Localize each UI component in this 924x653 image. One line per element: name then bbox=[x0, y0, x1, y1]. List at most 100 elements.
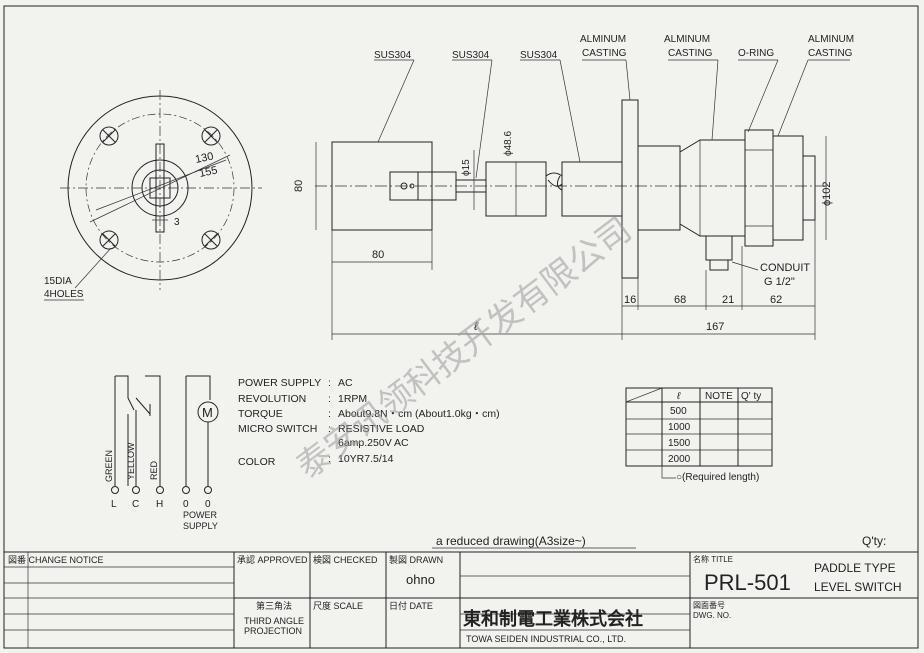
company-name-jp: 東和制電工業株式会社 bbox=[463, 608, 643, 629]
terminal-h: H bbox=[156, 499, 163, 510]
svg-text::: : bbox=[328, 453, 331, 465]
dim-3: 3 bbox=[174, 217, 180, 228]
title-block: 図番 CHANGE NOTICE 承認 APPROVED 検図 CHECKED … bbox=[4, 551, 918, 648]
paddle-blade bbox=[331, 141, 433, 231]
holes-label-1: 15DIA bbox=[44, 276, 72, 287]
svg-text:RESISTIVE LOAD: RESISTIVE LOAD bbox=[338, 423, 425, 435]
svg-text:COLOR: COLOR bbox=[238, 456, 276, 468]
product-title-1: PADDLE TYPE bbox=[814, 561, 896, 575]
spec-list: POWER SUPPLY:AC REVOLUTION:1RPM TORQUE:A… bbox=[238, 377, 500, 468]
material-alum-housing-2: CASTING bbox=[668, 48, 713, 59]
bolt-hole-br bbox=[201, 230, 221, 250]
material-alum-cover-1: ALMINUM bbox=[808, 34, 854, 45]
bolt-hole-bl bbox=[99, 230, 119, 250]
title-label: 名称 TITLE bbox=[693, 554, 733, 564]
wire-yellow-label: YELLOW bbox=[126, 442, 136, 480]
material-alum-flange-1: ALMINUM bbox=[580, 34, 626, 45]
bolt-hole-tr bbox=[201, 126, 221, 146]
spec-row: COLOR:10YR7.5/14 bbox=[238, 453, 394, 468]
table-row: 1500 bbox=[668, 438, 691, 449]
svg-text:TORQUE: TORQUE bbox=[238, 408, 283, 420]
angle-jp: 第三角法 bbox=[256, 600, 292, 611]
table-note: ○(Required length) bbox=[676, 472, 759, 483]
svg-text::: : bbox=[328, 393, 331, 405]
power-label-1: POWER bbox=[183, 510, 218, 520]
material-oring: O-RING bbox=[738, 48, 774, 59]
dim-68: 68 bbox=[674, 294, 686, 306]
change-notice-label: 図番 CHANGE NOTICE bbox=[8, 554, 104, 565]
svg-text:About9.8N・cm (About1.0kg・cm): About9.8N・cm (About1.0kg・cm) bbox=[338, 408, 500, 420]
svg-text::: : bbox=[328, 423, 331, 435]
dim-phi102: ϕ102 bbox=[821, 181, 833, 206]
svg-text::: : bbox=[328, 408, 331, 420]
dwg-label: 図面番号 bbox=[693, 600, 725, 610]
power-label-2: SUPPLY bbox=[183, 521, 218, 531]
model-number: PRL-501 bbox=[704, 570, 791, 595]
angle-en-1: THIRD ANGLE bbox=[244, 616, 304, 626]
wiring-diagram: M GREEN YELLOW RED L C H 0 0 POWER SUPPL… bbox=[104, 375, 219, 531]
checked-label: 検図 CHECKED bbox=[313, 554, 378, 565]
terminal-l: L bbox=[111, 499, 117, 510]
material-alum-cover-2: CASTING bbox=[808, 48, 853, 59]
angle-en-2: PROJECTION bbox=[244, 626, 302, 636]
spec-row: 6amp.250V AC bbox=[338, 437, 409, 449]
spec-row: POWER SUPPLY: AC bbox=[238, 377, 353, 389]
length-table: ℓ NOTE Q' ty 500 1000 1500 2000 ○(Requir… bbox=[625, 387, 773, 483]
conduit-label-2: G 1/2" bbox=[764, 276, 795, 288]
svg-text:6amp.250V AC: 6amp.250V AC bbox=[338, 437, 409, 449]
reduced-drawing-note: a reduced drawing(A3size~) bbox=[436, 534, 586, 548]
dim-130: 130 bbox=[194, 150, 214, 166]
product-title-2: LEVEL SWITCH bbox=[814, 580, 902, 594]
spec-row: TORQUE: About9.8N・cm (About1.0kg・cm) bbox=[238, 408, 500, 420]
table-row: 500 bbox=[670, 406, 687, 417]
material-sus304-pipe: SUS304 bbox=[520, 50, 558, 61]
svg-text:MICRO SWITCH: MICRO SWITCH bbox=[238, 423, 317, 435]
motor-label: M bbox=[202, 405, 213, 420]
spec-row: REVOLUTION:1RPM bbox=[238, 393, 367, 405]
dim-length-l: ℓ bbox=[474, 319, 479, 333]
table-row: 2000 bbox=[668, 454, 691, 465]
material-alum-housing-1: ALMINUM bbox=[664, 34, 710, 45]
scale-label: 尺度 SCALE bbox=[313, 600, 363, 611]
dim-62: 62 bbox=[770, 294, 782, 306]
table-header-note: NOTE bbox=[705, 391, 733, 402]
watermark: 泰安讯领科技开发有限公司 bbox=[289, 210, 639, 487]
svg-text:1RPM: 1RPM bbox=[338, 393, 367, 405]
svg-text:AC: AC bbox=[338, 377, 353, 389]
bolt-hole-tl bbox=[99, 126, 119, 146]
dwg-number: DWG. NO. bbox=[693, 611, 731, 620]
dim-21: 21 bbox=[722, 294, 734, 306]
date-label: 日付 DATE bbox=[389, 601, 433, 611]
table-header-qty: Q' ty bbox=[741, 391, 761, 402]
material-sus304-shaft: SUS304 bbox=[452, 50, 490, 61]
drawn-by: ohno bbox=[406, 572, 435, 587]
spec-row: MICRO SWITCH: RESISTIVE LOAD bbox=[238, 423, 425, 435]
svg-text::: : bbox=[328, 377, 331, 389]
company-name-en: TOWA SEIDEN INDUSTRIAL CO., LTD. bbox=[466, 634, 626, 644]
conduit-label-1: CONDUIT bbox=[760, 262, 810, 274]
svg-text:POWER SUPPLY: POWER SUPPLY bbox=[238, 377, 321, 389]
table-header-l: ℓ bbox=[676, 391, 681, 402]
motor-housing bbox=[679, 139, 746, 237]
dim-phi15: ϕ15 bbox=[461, 159, 472, 176]
terminal-0b: 0 bbox=[205, 499, 211, 510]
table-row: 1000 bbox=[668, 422, 691, 433]
dim-155: 155 bbox=[198, 164, 218, 180]
sheet-border bbox=[3, 5, 919, 649]
conduit-port bbox=[705, 235, 733, 261]
wire-green-label: GREEN bbox=[104, 450, 114, 482]
svg-text:REVOLUTION: REVOLUTION bbox=[238, 393, 306, 405]
svg-text:10YR7.5/14: 10YR7.5/14 bbox=[338, 453, 394, 465]
dim-167: 167 bbox=[706, 321, 724, 333]
approved-label: 承認 APPROVED bbox=[237, 554, 308, 565]
flange-front-view: 130 155 3 15DIA 4HOLES bbox=[44, 90, 262, 301]
qty-label: Q'ty: bbox=[862, 534, 886, 548]
terminal-c: C bbox=[132, 499, 139, 510]
material-alum-flange-2: CASTING bbox=[582, 48, 627, 59]
dim-80-vertical: 80 bbox=[293, 180, 305, 192]
wire-red-label: RED bbox=[149, 460, 159, 480]
terminal-0a: 0 bbox=[183, 499, 189, 510]
material-sus304-paddle: SUS304 bbox=[374, 50, 412, 61]
dim-80-horizontal: 80 bbox=[372, 249, 384, 261]
